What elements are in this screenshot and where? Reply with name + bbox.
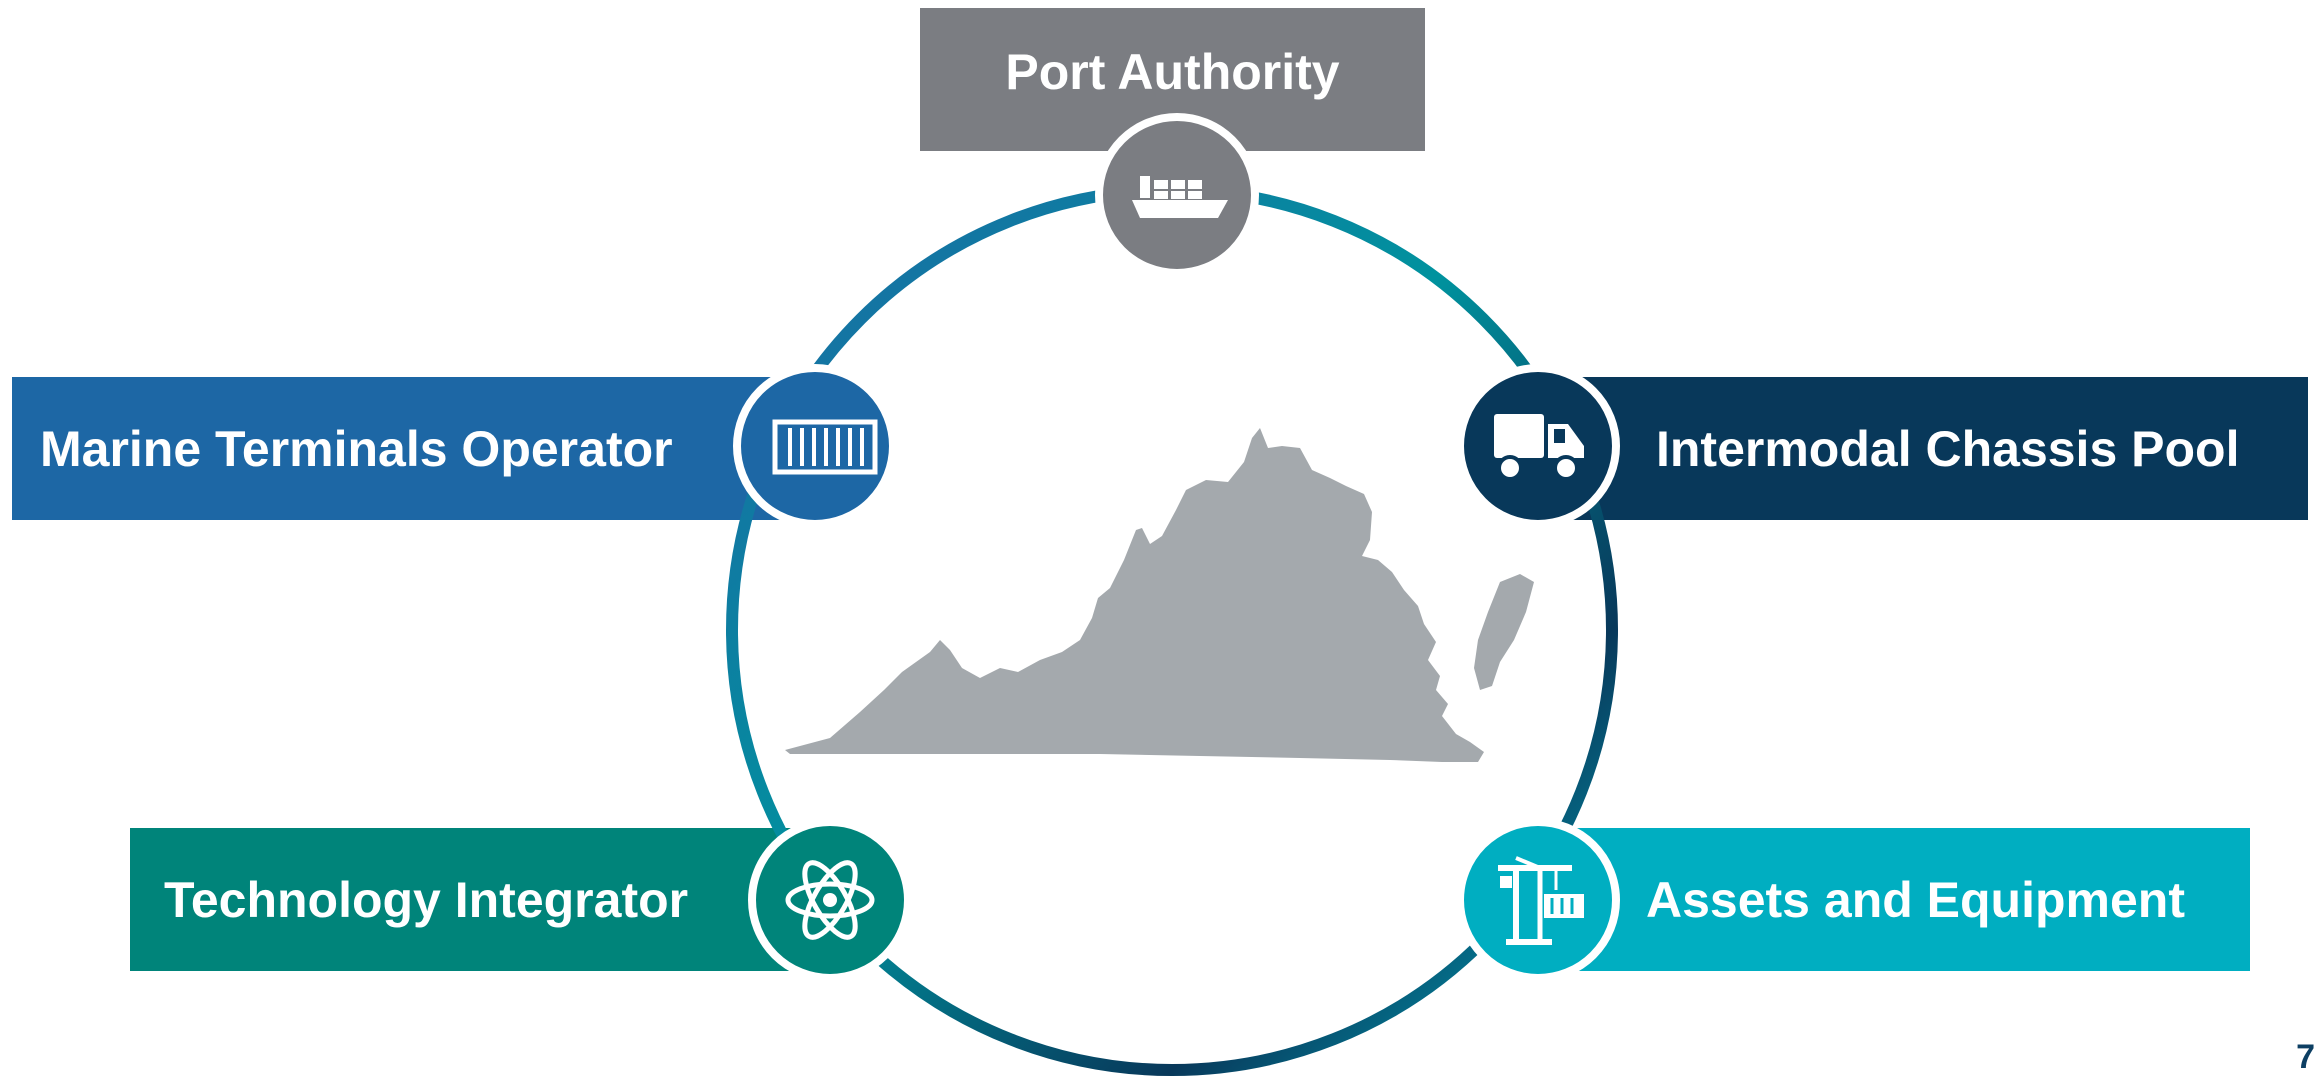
page-number: 7 <box>2296 1038 2315 1076</box>
truck-icon <box>1494 414 1584 481</box>
chassis-pool-label: Intermodal Chassis Pool <box>1656 420 2240 477</box>
cargo-ship-icon <box>1132 176 1228 218</box>
technology-integrator-node <box>748 818 912 982</box>
marine-terminals-node <box>733 364 897 528</box>
port-authority-node <box>1095 113 1259 277</box>
assets-equipment-label: Assets and Equipment <box>1646 871 2185 928</box>
port-authority-label: Port Authority <box>1005 43 1340 100</box>
marine-terminals-label: Marine Terminals Operator <box>40 420 673 477</box>
chassis-pool-node <box>1456 364 1620 528</box>
technology-integrator-label: Technology Integrator <box>164 871 689 928</box>
virginia-map-icon <box>785 428 1534 762</box>
marine-terminals-label-box: Marine Terminals Operator <box>12 377 792 520</box>
shipping-container-icon <box>772 419 878 475</box>
assets-equipment-label-box: Assets and Equipment <box>1560 828 2250 971</box>
assets-equipment-node <box>1456 818 1620 982</box>
port-crane-icon <box>1498 856 1584 945</box>
atom-icon <box>785 860 875 940</box>
chassis-pool-label-box: Intermodal Chassis Pool <box>1560 377 2308 520</box>
technology-integrator-label-box: Technology Integrator <box>130 828 792 971</box>
